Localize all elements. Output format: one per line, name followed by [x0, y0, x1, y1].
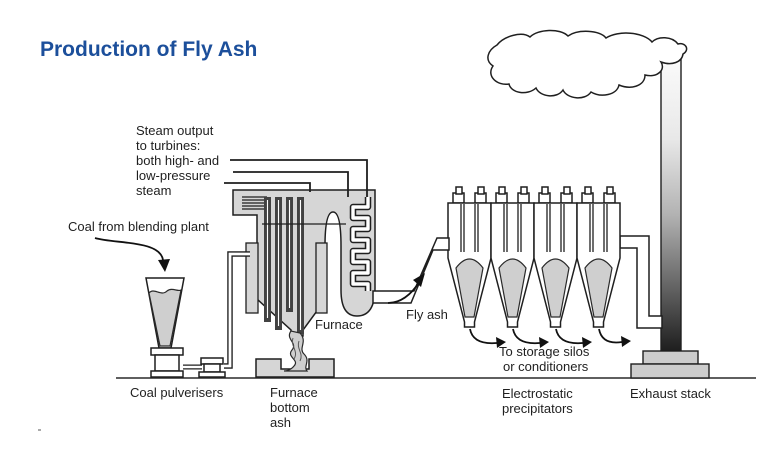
bottom-ash-trough [255, 358, 335, 378]
steam-pipes [224, 159, 368, 197]
discharge-tubes [460, 204, 479, 252]
steam-label-line2: to turbines: [136, 138, 200, 153]
storage-label: To storage silos or conditioners [499, 344, 590, 374]
coal-pulveriser-secondary [198, 357, 226, 378]
stack-column [660, 47, 682, 353]
stack-pedestal-top [642, 350, 699, 365]
smoke-plume [487, 29, 688, 99]
precipitators-label: Electrostatic precipitators [502, 386, 573, 416]
steam-label-line5: steam [136, 183, 171, 198]
exhaust-stack [487, 29, 710, 379]
fly-ash-arrow [387, 280, 421, 304]
precipitator-unit [447, 186, 492, 328]
steam-label-line1: Steam output [136, 123, 214, 138]
ash-cone [584, 258, 613, 318]
fba-label-line2: bottom [270, 400, 310, 415]
furnace [232, 189, 376, 337]
outlet-duct [619, 235, 663, 329]
storage-label-line2: or conditioners [503, 359, 589, 374]
coal-pulverisers-label: Coal pulverisers [130, 385, 224, 400]
precipitator-unit [490, 186, 535, 328]
ash-drip-shading [291, 337, 302, 362]
ash-cone [455, 258, 484, 318]
exhaust-stack-label: Exhaust stack [630, 386, 711, 401]
steam-header-comb [242, 196, 267, 210]
precipitator-unit [576, 186, 621, 328]
fly-ash-label: Fly ash [406, 307, 448, 322]
fly-ash-duct [372, 237, 450, 304]
fly-ash-arrowhead [413, 273, 425, 287]
economizer-coil [349, 197, 372, 291]
steam-label-line4: low-pressure [136, 168, 210, 183]
fba-label-line1: Furnace [270, 385, 318, 400]
precipitator-unit [533, 186, 578, 328]
steam-label-line3: both high- and [136, 153, 219, 168]
storage-label-line1: To storage silos [499, 344, 590, 359]
furnace-label: Furnace [315, 317, 363, 332]
stray-mark [38, 429, 41, 431]
discharge-tubes [589, 204, 608, 252]
coal-pulveriser-main [150, 347, 184, 378]
coal-feed-arrowhead [158, 259, 170, 272]
coal-feed-system [145, 251, 250, 378]
discharge-tubes [546, 204, 565, 252]
coal-in-hopper [148, 288, 182, 347]
page-title: Production of Fly Ash [40, 38, 257, 61]
ash-cone [498, 258, 527, 318]
precipitators-label-line2: precipitators [502, 401, 573, 416]
electrostatic-precipitators [447, 186, 621, 328]
steam-output-label: Steam output to turbines: both high- and… [136, 123, 219, 198]
discharge-tubes [503, 204, 522, 252]
fba-label-line3: ash [270, 415, 291, 430]
stack-pedestal-base [630, 363, 710, 379]
coal-source-label: Coal from blending plant [68, 219, 209, 234]
waterwall-right [315, 242, 328, 314]
storage-arrows [469, 328, 631, 348]
superheater-tubes [264, 197, 304, 334]
furnace-bottom-ash-label: Furnace bottom ash [270, 385, 318, 430]
waterwall-left [245, 242, 259, 314]
precipitators-label-line1: Electrostatic [502, 386, 573, 401]
coal-feed-arrow [94, 237, 164, 261]
ash-cone [541, 258, 570, 318]
